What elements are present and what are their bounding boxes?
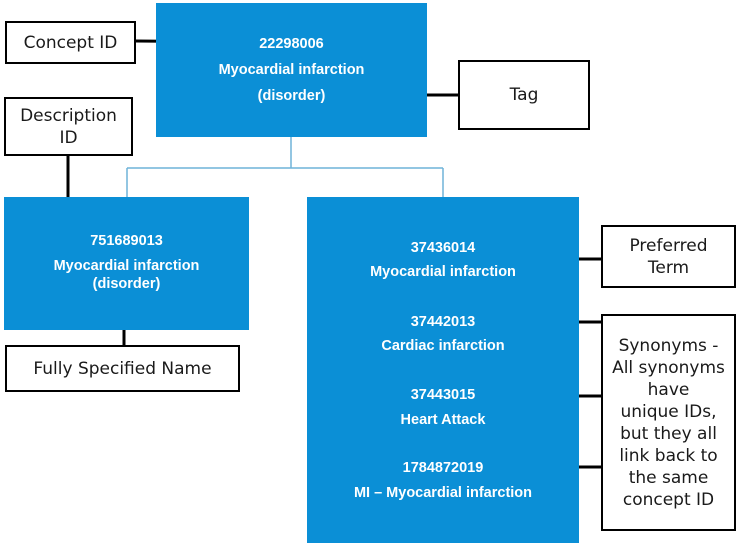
- description-id: 37436014: [410, 240, 476, 256]
- concept-id: 22298006: [259, 36, 324, 52]
- concept-tag: (disorder): [257, 88, 326, 104]
- synonyms-label: Synonyms - All synonyms have unique IDs,…: [601, 314, 736, 531]
- tree-connector: [126, 137, 444, 197]
- concept-id-label: Concept ID: [5, 21, 136, 64]
- description-id: 37442013: [410, 314, 476, 330]
- fsn-description-box: 751689013 Myocardial infarction (disorde…: [4, 197, 249, 330]
- preferred-term-label: Preferred Term: [601, 225, 736, 288]
- description-term: Heart Attack: [400, 412, 486, 428]
- description-term: MI – Myocardial infarction: [353, 485, 533, 501]
- description-id: 37443015: [410, 387, 476, 403]
- fsn-description-id: 751689013: [90, 233, 163, 249]
- description-term: Myocardial infarction: [370, 264, 516, 280]
- fsn-description-name: Myocardial infarction: [53, 258, 200, 274]
- concept-box: 22298006 Myocardial infarction (disorder…: [156, 3, 427, 137]
- fsn-description-tag: (disorder): [92, 276, 161, 292]
- fsn-label: Fully Specified Name: [5, 345, 240, 392]
- concept-name: Myocardial infarction: [218, 62, 365, 78]
- description-term: Cardiac infarction: [381, 338, 505, 354]
- description-id-label: Description ID: [4, 97, 133, 156]
- description-id: 1784872019: [402, 460, 484, 476]
- tag-label: Tag: [458, 60, 590, 130]
- synonyms-description-box: 37436014 Myocardial infarction 37442013 …: [307, 197, 579, 543]
